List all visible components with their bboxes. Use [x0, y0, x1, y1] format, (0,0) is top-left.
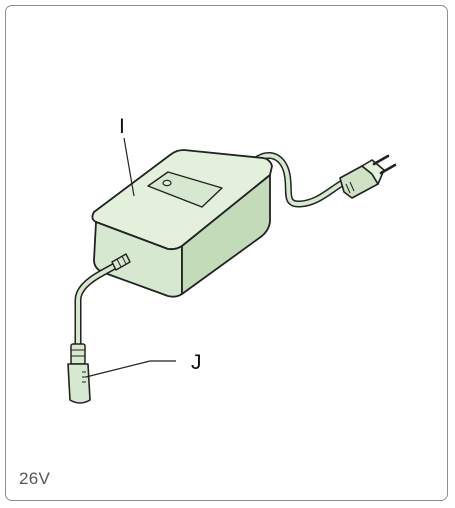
label-connector: J [191, 351, 202, 374]
adapter-body [91, 149, 273, 298]
mains-plug [339, 154, 397, 199]
leader-line-connector [85, 360, 176, 378]
callout-connector: J [85, 351, 202, 378]
leader-line-adapter [123, 137, 135, 197]
voltage-caption: 26V [19, 469, 51, 488]
output-cable [74, 253, 131, 348]
callout-adapter: I [119, 115, 135, 197]
mains-cord [244, 152, 348, 208]
label-adapter: I [119, 115, 125, 138]
dc-connector [67, 343, 91, 404]
